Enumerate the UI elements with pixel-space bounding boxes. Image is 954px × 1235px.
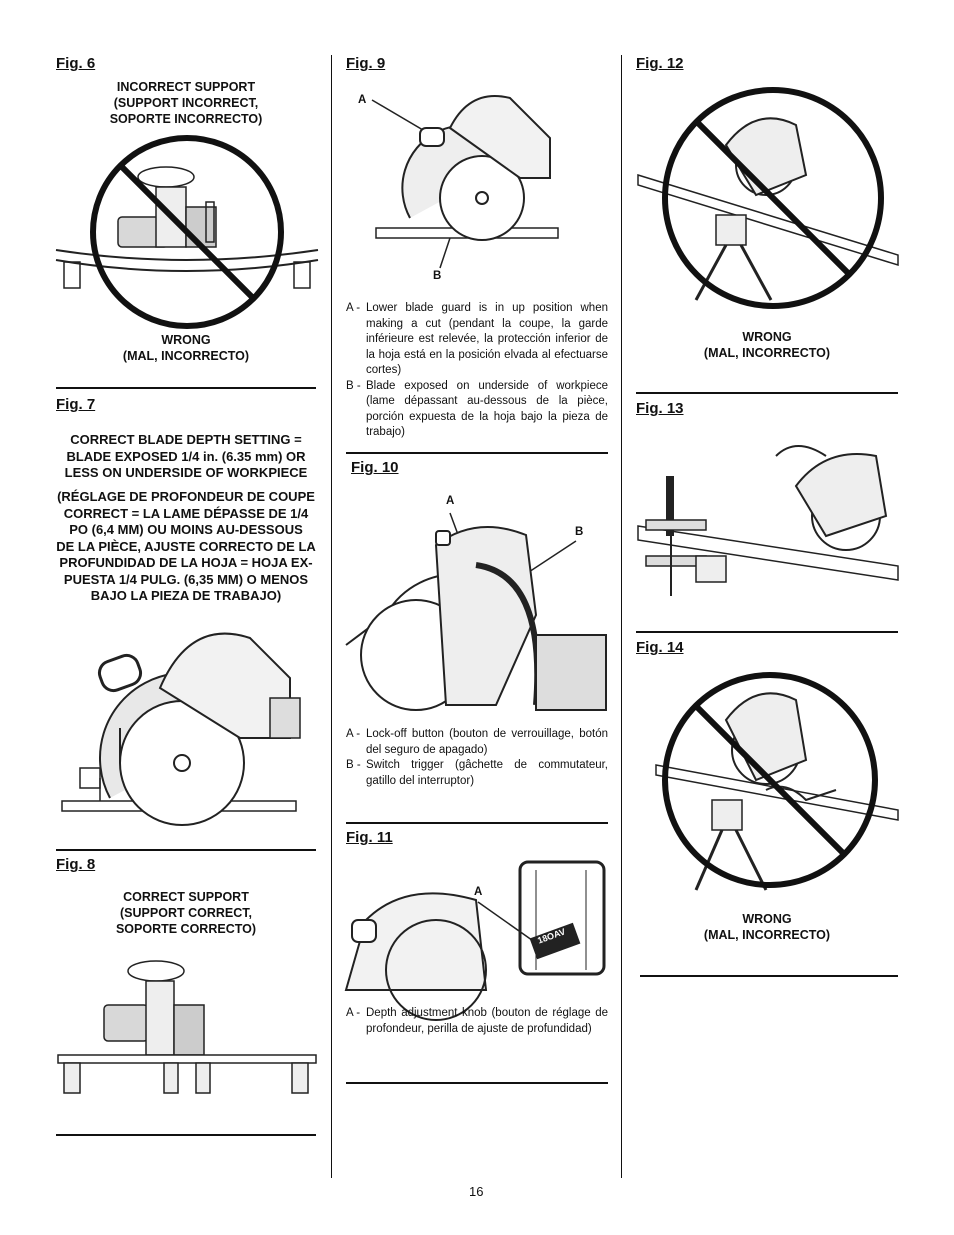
fig9-title: Fig. 9 bbox=[346, 55, 386, 72]
caption-line: (MAL, INCORRECTO) bbox=[122, 349, 250, 363]
fig14-caption-bottom: WRONG (MAL, INCORRECTO) bbox=[636, 911, 898, 943]
fig9-divider bbox=[346, 452, 608, 454]
fig8-divider bbox=[56, 1134, 316, 1136]
fig14-illustration bbox=[655, 672, 899, 891]
fig6-caption-bottom: WRONG (MAL, INCORRECTO) bbox=[56, 332, 316, 364]
fig10-divider bbox=[346, 822, 608, 824]
caption-line: (SUPPORT CORRECT, bbox=[120, 906, 252, 920]
fig11-legend: A - Depth adjustment knob (bouton de rég… bbox=[346, 1006, 608, 1037]
fig13-title: Fig. 13 bbox=[636, 400, 684, 417]
fig7-text-fr-es: (RÉGLAGE DE PROFONDEUR DE COUPE CORRECT … bbox=[56, 489, 316, 605]
legend-item: A - Lower blade guard is in up position … bbox=[346, 301, 608, 379]
text-line: BLADE EXPOSED 1/4 in. (6.35 mm) OR bbox=[66, 448, 306, 464]
fig10-legend: A - Lock-off button (bouton de verrouill… bbox=[346, 727, 608, 789]
fig12-title: Fig. 12 bbox=[636, 55, 684, 72]
caption-line: WRONG bbox=[161, 333, 211, 347]
caption-line: (SUPPORT INCORRECT, bbox=[113, 96, 259, 110]
legend-text: Depth adjustment knob (bouton de réglage… bbox=[366, 1007, 608, 1035]
fig11-divider bbox=[346, 1082, 608, 1084]
fig10-label-b: B bbox=[575, 526, 584, 538]
legend-key: B - bbox=[346, 759, 361, 771]
legend-item: A - Depth adjustment knob (bouton de rég… bbox=[346, 1006, 608, 1037]
fig13-divider bbox=[636, 631, 898, 633]
fig9-illustration bbox=[371, 95, 559, 269]
legend-text: Lower blade guard is in up position when… bbox=[366, 302, 608, 376]
text-line: (RÉGLAGE DE PROFONDEUR DE COUPE bbox=[57, 489, 315, 504]
fig7-title: Fig. 7 bbox=[56, 396, 96, 413]
legend-text: Lock-off button (bouton de verrouillage,… bbox=[366, 728, 608, 756]
fig6-title: Fig. 6 bbox=[56, 55, 96, 72]
caption-line: WRONG bbox=[742, 330, 792, 344]
text-line: CORRECT = LA LAME DÉPASSE DE 1/4 bbox=[63, 505, 309, 521]
text-line: LESS ON UNDERSIDE OF WORKPIECE bbox=[64, 465, 308, 480]
fig6-illustration bbox=[55, 135, 319, 329]
legend-key: A - bbox=[346, 302, 361, 314]
text-line: CORRECT BLADE DEPTH SETTING = bbox=[70, 432, 302, 447]
fig8-title: Fig. 8 bbox=[56, 856, 96, 873]
column-divider-left bbox=[331, 55, 332, 1178]
column-divider-right bbox=[621, 55, 622, 1178]
fig9-label-b: B bbox=[433, 270, 442, 282]
fig12-caption-bottom: WRONG (MAL, INCORRECTO) bbox=[636, 329, 898, 361]
fig6-caption-top: INCORRECT SUPPORT (SUPPORT INCORRECT, SO… bbox=[56, 79, 316, 127]
fig10-title: Fig. 10 bbox=[351, 459, 399, 476]
legend-key: B - bbox=[346, 379, 361, 392]
legend-item: B - Blade exposed on underside of workpi… bbox=[346, 379, 608, 441]
fig11-illustration bbox=[344, 860, 606, 1021]
text-line: PUESTA 1/4 PULG. (6,35 MM) O MENOS bbox=[63, 571, 309, 587]
fig14-divider bbox=[640, 975, 898, 977]
caption-line: SOPORTE CORRECTO) bbox=[115, 922, 257, 936]
legend-item: B - Switch trigger (gâchette de commutat… bbox=[346, 758, 608, 789]
caption-line: SOPORTE INCORRECTO) bbox=[109, 112, 263, 126]
fig9-legend: A - Lower blade guard is in up position … bbox=[346, 301, 608, 441]
fig7-text-en: CORRECT BLADE DEPTH SETTING = BLADE EXPO… bbox=[56, 432, 316, 482]
fig12-illustration bbox=[637, 87, 899, 309]
fig11-title: Fig. 11 bbox=[346, 829, 393, 846]
fig13-illustration bbox=[637, 445, 899, 596]
fig12-divider bbox=[636, 392, 898, 394]
caption-line: (MAL, INCORRECTO) bbox=[703, 346, 831, 360]
fig7-illustration bbox=[61, 632, 301, 826]
legend-text: Switch trigger (gâchette de commutateur,… bbox=[366, 759, 608, 787]
legend-key: A - bbox=[346, 728, 361, 740]
fig7-divider bbox=[56, 849, 316, 851]
caption-line: CORRECT SUPPORT bbox=[123, 890, 249, 904]
fig11-label-a: A bbox=[474, 886, 483, 898]
fig10-label-a: A bbox=[446, 495, 455, 507]
fig14-title: Fig. 14 bbox=[636, 639, 684, 656]
text-line: PO (6,4 MM) OU MOINS AU-DESSOUS bbox=[69, 522, 303, 537]
text-line: PROFUNDIDAD DE LA HOJA = HOJA EX- bbox=[59, 555, 313, 570]
fig8-illustration bbox=[57, 960, 317, 1094]
legend-key: A - bbox=[346, 1007, 361, 1019]
fig10-illustration bbox=[345, 512, 607, 711]
page-number: 16 bbox=[469, 1184, 484, 1199]
fig9-label-a: A bbox=[358, 94, 367, 106]
text-line: DE LA PIÈCE, AJUSTE CORRECTO DE LA bbox=[56, 538, 316, 554]
legend-text: Blade exposed on underside of workpiece … bbox=[366, 379, 608, 439]
caption-line: WRONG bbox=[742, 912, 792, 926]
caption-line: INCORRECT SUPPORT bbox=[116, 80, 256, 94]
text-line: BAJO LA PIEZA DE TRABAJO) bbox=[90, 588, 282, 603]
fig6-divider bbox=[56, 387, 316, 389]
caption-line: (MAL, INCORRECTO) bbox=[703, 928, 831, 942]
legend-item: A - Lock-off button (bouton de verrouill… bbox=[346, 727, 608, 758]
fig8-caption-top: CORRECT SUPPORT (SUPPORT CORRECT, SOPORT… bbox=[56, 889, 316, 937]
